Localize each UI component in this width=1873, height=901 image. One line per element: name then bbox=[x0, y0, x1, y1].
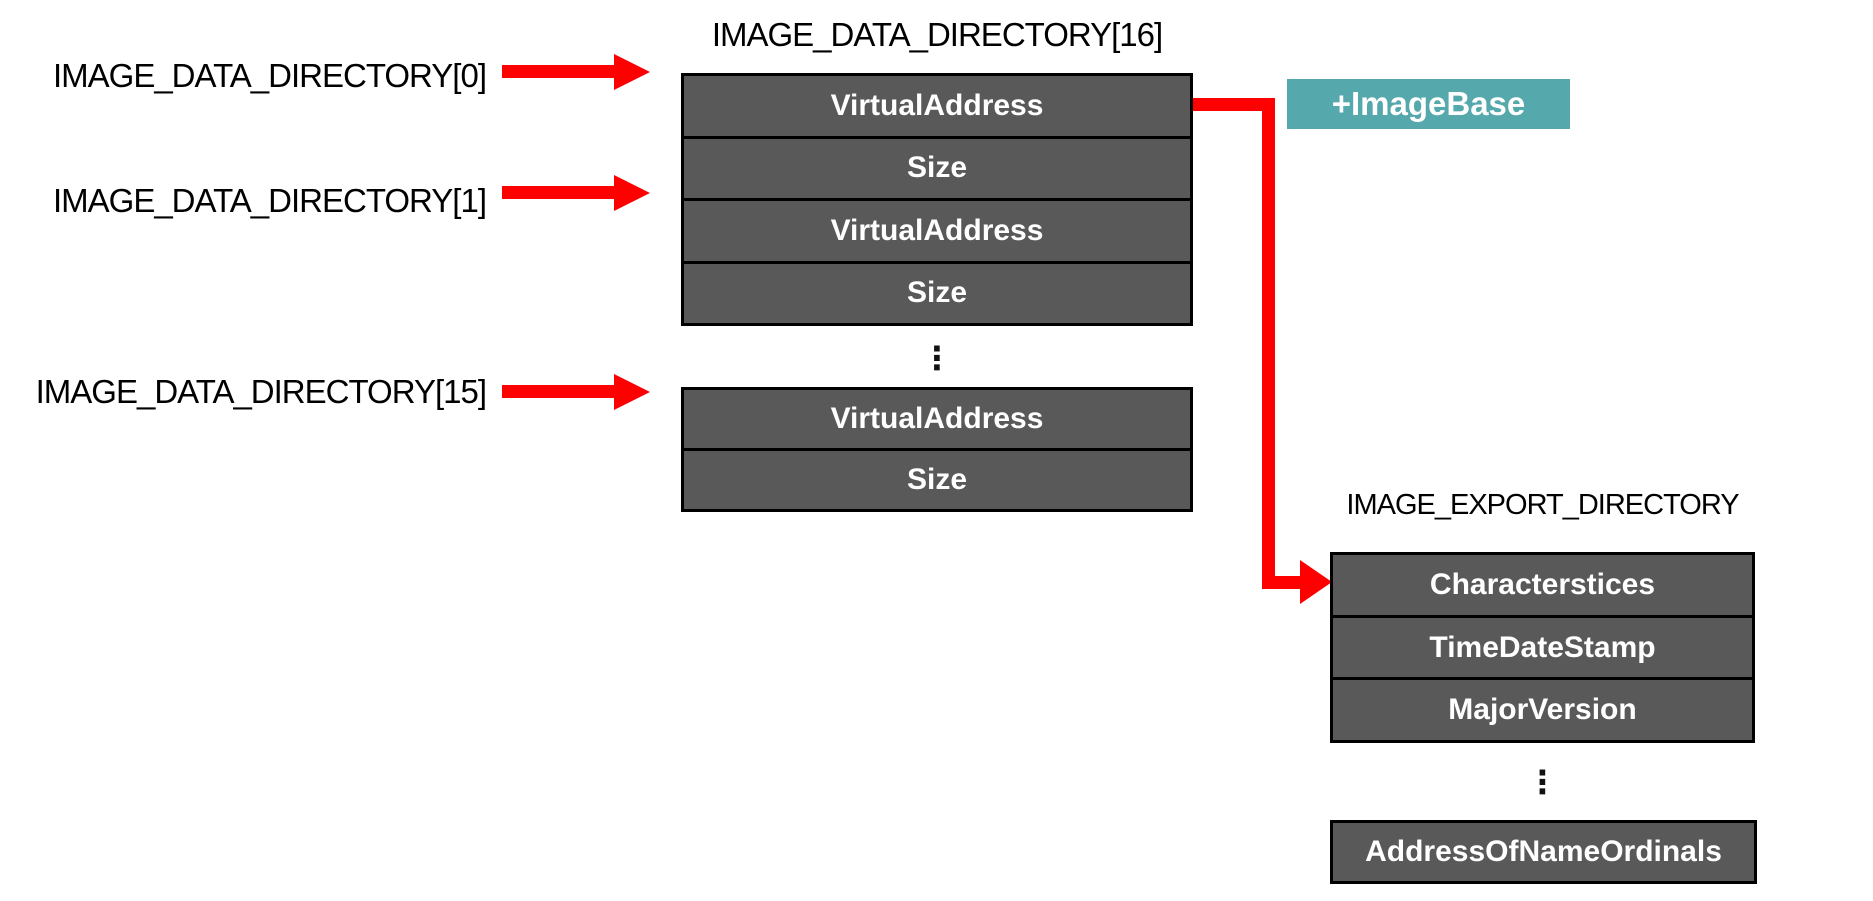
connector-segment bbox=[1262, 98, 1275, 589]
data-directory-table-bottom: VirtualAddress Size bbox=[681, 387, 1193, 512]
vertical-ellipsis: ⋮ bbox=[921, 339, 953, 377]
arrow-shaft bbox=[502, 65, 614, 78]
vertical-ellipsis: ⋮ bbox=[1526, 763, 1559, 801]
table-row: VirtualAddress bbox=[830, 402, 1044, 435]
data-directory-title: IMAGE_DATA_DIRECTORY[16] bbox=[711, 16, 1163, 53]
export-directory-title: IMAGE_EXPORT_DIRECTORY bbox=[1346, 489, 1739, 521]
arrow-shaft bbox=[502, 385, 614, 398]
table-row: Size bbox=[684, 135, 1190, 199]
table-row: AddressOfNameOrdinals bbox=[1365, 835, 1722, 868]
arrow-head bbox=[614, 175, 650, 211]
arrow-head bbox=[614, 54, 650, 90]
table-row: Size bbox=[684, 260, 1190, 324]
table-row: TimeDateStamp bbox=[1333, 614, 1752, 678]
label-image-data-directory-1: IMAGE_DATA_DIRECTORY[1] bbox=[52, 182, 487, 219]
connector-segment bbox=[1262, 576, 1302, 589]
arrow-head bbox=[1300, 560, 1332, 604]
label-image-data-directory-0: IMAGE_DATA_DIRECTORY[0] bbox=[52, 57, 487, 94]
image-base-badge: +ImageBase bbox=[1287, 79, 1570, 129]
label-image-data-directory-15: IMAGE_DATA_DIRECTORY[15] bbox=[35, 373, 487, 410]
arrow-head bbox=[614, 374, 650, 410]
export-directory-table-top: Characterstices TimeDateStamp MajorVersi… bbox=[1330, 552, 1755, 743]
table-row: Characterstices bbox=[1429, 567, 1656, 601]
table-row: Size bbox=[684, 448, 1190, 509]
data-directory-table-top: VirtualAddress Size VirtualAddress Size bbox=[681, 73, 1193, 326]
arrow-shaft bbox=[502, 186, 614, 199]
table-row: VirtualAddress bbox=[830, 88, 1044, 122]
connector-segment bbox=[1193, 98, 1275, 111]
export-directory-table-bottom: AddressOfNameOrdinals bbox=[1330, 820, 1757, 884]
table-row: MajorVersion bbox=[1333, 677, 1752, 740]
table-row: VirtualAddress bbox=[684, 198, 1190, 261]
